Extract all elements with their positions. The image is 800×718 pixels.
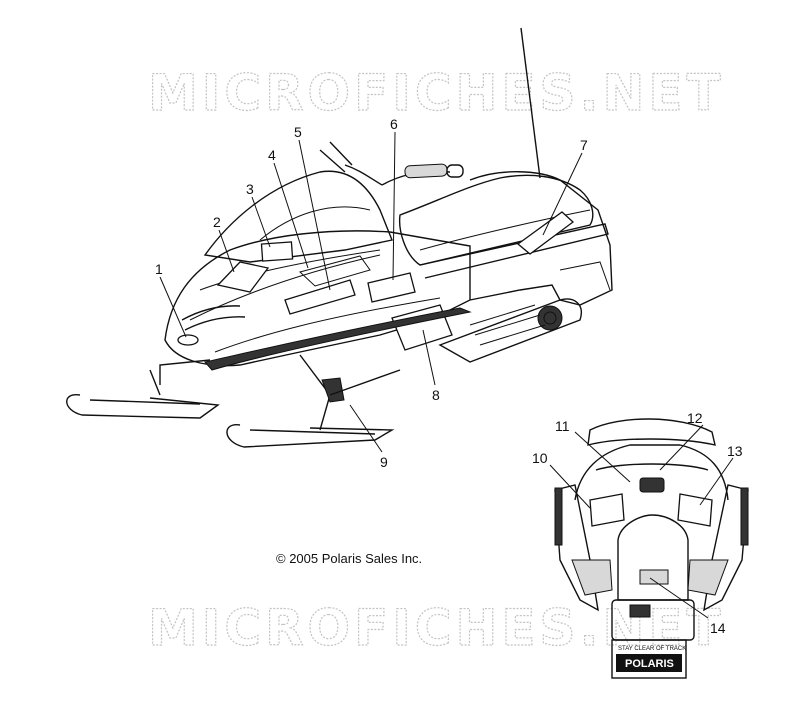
decal-13 <box>677 493 713 527</box>
watermark-bottom: MICROFICHES.NET <box>148 599 725 657</box>
leader-lines-rear <box>549 424 734 619</box>
decal-7 <box>516 211 575 255</box>
snowmobile-side-view <box>66 27 613 448</box>
callout-3: 3 <box>246 181 254 197</box>
callout-9: 9 <box>380 454 388 470</box>
decal-1 <box>177 334 199 346</box>
decal-10 <box>589 493 625 527</box>
decal-2 <box>216 261 270 293</box>
callout-5: 5 <box>294 124 302 140</box>
callout-10: 10 <box>532 450 548 466</box>
rear-brand-label: POLARIS <box>625 658 674 670</box>
callout-14: 14 <box>710 620 726 636</box>
watermark-top: MICROFICHES.NET <box>148 64 725 122</box>
callout-labels: 1 2 3 4 5 6 7 8 9 10 11 12 13 14 <box>155 116 743 636</box>
decal-5 <box>284 279 356 315</box>
callout-2: 2 <box>213 214 221 230</box>
callout-11: 11 <box>555 418 570 434</box>
copyright-notice: © 2005 Polaris Sales Inc. <box>276 551 422 566</box>
callout-13: 13 <box>727 443 743 459</box>
callout-8: 8 <box>432 387 440 403</box>
snowmobile-rear-view: STAY CLEAR OF TRACK POLARIS <box>554 418 749 679</box>
footrest-left <box>571 559 613 596</box>
rear-warning-label: STAY CLEAR OF TRACK <box>618 646 686 652</box>
leader-lines-main <box>159 131 583 453</box>
callout-12: 12 <box>687 410 703 426</box>
callout-4: 4 <box>268 147 276 163</box>
callout-1: 1 <box>155 261 163 277</box>
decal-3 <box>260 241 294 262</box>
callout-6: 6 <box>390 116 398 132</box>
footrest-right <box>687 559 729 596</box>
callout-7: 7 <box>580 137 588 153</box>
decal-6 <box>367 272 416 303</box>
